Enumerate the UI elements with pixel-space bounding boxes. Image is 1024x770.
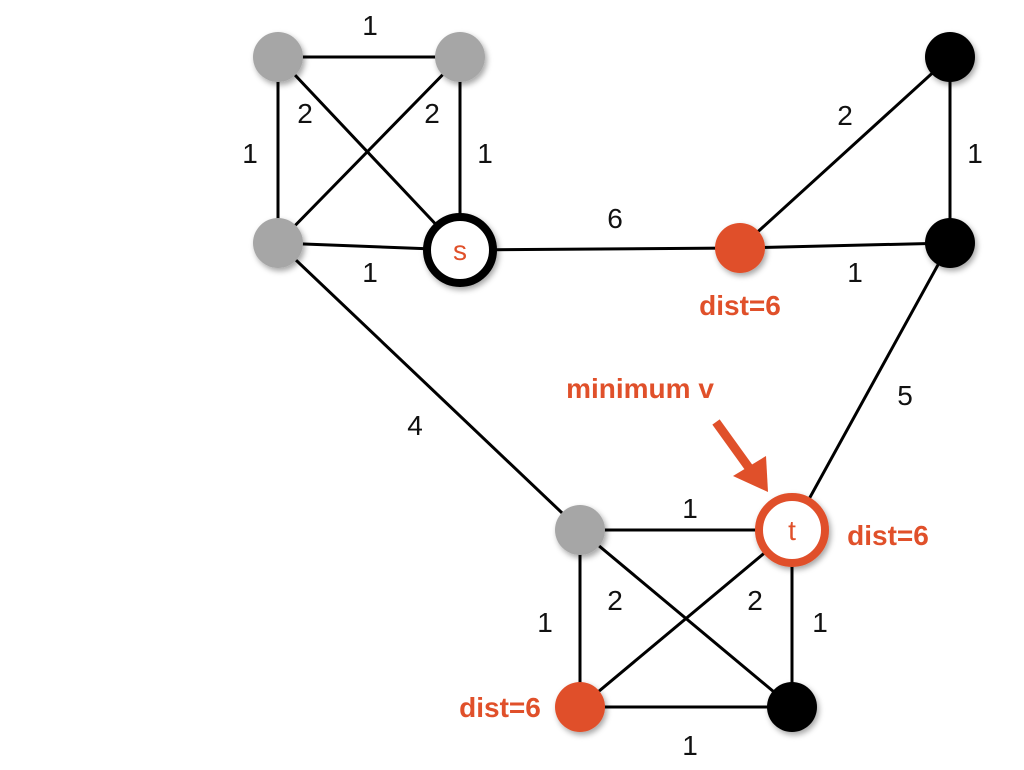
- edge-s-d: [459, 246, 741, 252]
- node-t: t: [755, 493, 829, 567]
- node-e: [925, 32, 975, 82]
- edge-d-e: [738, 55, 952, 250]
- edge-c-g: [276, 241, 582, 532]
- minimum-v-label: minimum v: [566, 373, 714, 404]
- node-i: [767, 682, 817, 732]
- edge-weight-label: 1: [537, 607, 553, 638]
- edge-weight-label: 1: [362, 257, 378, 288]
- edge-weight-label: 1: [362, 10, 378, 41]
- edge-weight-label: 1: [682, 493, 698, 524]
- edge-weight-label: 1: [242, 138, 258, 169]
- edge-weight-label: 2: [424, 98, 440, 129]
- node-g: [555, 505, 605, 555]
- edge-weight-label: 1: [477, 138, 493, 169]
- dist-label-d: dist=6: [699, 290, 781, 321]
- dist-label-t: dist=6: [847, 520, 929, 551]
- edge-weight-label: 2: [747, 585, 763, 616]
- edge-b-c: [276, 55, 462, 245]
- edge-f-t: [790, 242, 952, 531]
- edge-weight-label: 1: [847, 257, 863, 288]
- node-s: s: [423, 213, 497, 287]
- edge-weight-label: 1: [967, 138, 983, 169]
- edge-weight-label: 5: [897, 380, 913, 411]
- node-label: s: [453, 235, 467, 266]
- edge-weight-label: 1: [812, 607, 828, 638]
- edge-weight-label: 1: [682, 730, 698, 761]
- edge-weight-label: 4: [407, 410, 423, 441]
- edge-a-s: [276, 55, 462, 252]
- node-f: [925, 218, 975, 268]
- edge-t-h: [579, 528, 793, 709]
- arrow-icon: [712, 419, 768, 492]
- node-a: [253, 32, 303, 82]
- edge-weight-label: 2: [837, 100, 853, 131]
- node-c: [253, 218, 303, 268]
- node-h: [555, 682, 605, 732]
- node-label: t: [788, 515, 796, 546]
- dist-label-h: dist=6: [459, 692, 541, 723]
- edge-weight-label: 2: [607, 585, 623, 616]
- node-d: [715, 223, 765, 273]
- edge-weight-label: 2: [297, 98, 313, 129]
- node-b: [435, 32, 485, 82]
- edge-weight-label: 6: [607, 203, 623, 234]
- edge-d-f: [739, 241, 951, 250]
